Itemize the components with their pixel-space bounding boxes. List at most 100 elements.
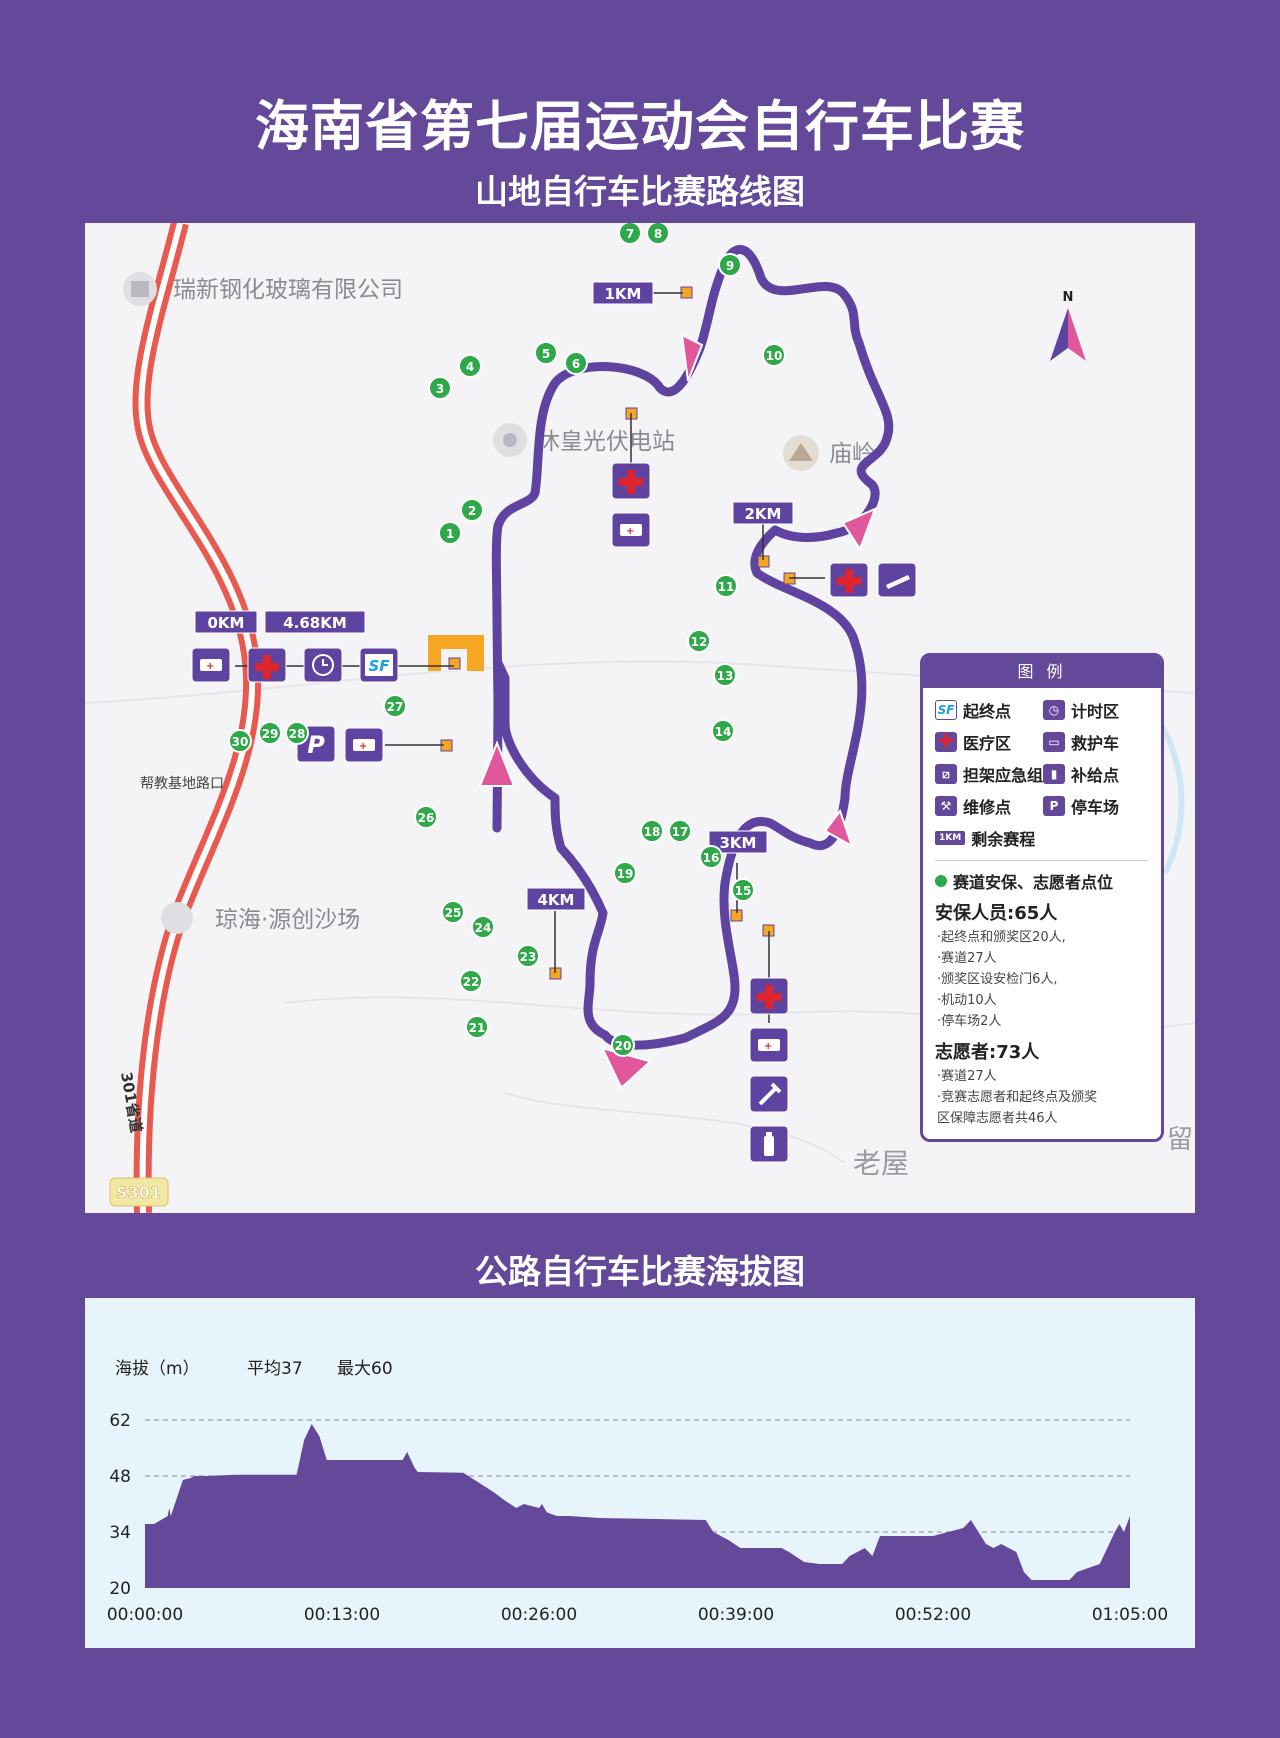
svg-text:28: 28 bbox=[289, 727, 306, 741]
svg-text:1: 1 bbox=[446, 527, 454, 541]
volunteer-point: 9 bbox=[718, 253, 742, 277]
volunteer-point: 12 bbox=[687, 629, 711, 653]
road-badge-bg bbox=[109, 1177, 169, 1207]
svg-text:+: + bbox=[206, 661, 214, 672]
main-title: 海南省第七届运动会自行车比赛 bbox=[255, 95, 1025, 158]
highway-301 bbox=[132, 223, 262, 1213]
timer-icon bbox=[303, 647, 343, 683]
legend-item-repair: ⚒维修点 bbox=[935, 794, 1043, 818]
water-bottle-icon bbox=[749, 1125, 789, 1163]
svg-text:30: 30 bbox=[232, 735, 249, 749]
water-bottle-icon: ▮ bbox=[1043, 764, 1066, 784]
x-tick-label: 00:00:00 bbox=[107, 1605, 183, 1625]
volunteer-point: 21 bbox=[465, 1015, 489, 1039]
temple-marker bbox=[783, 435, 819, 471]
svg-text:14: 14 bbox=[715, 725, 732, 739]
first-aid-icon bbox=[247, 647, 287, 683]
svg-text:+: + bbox=[359, 741, 367, 752]
security-title: 安保人员:65人 bbox=[935, 903, 1058, 924]
repair-icon bbox=[749, 1075, 789, 1113]
direction-arrow bbox=[680, 333, 704, 382]
x-tick-label: 00:26:00 bbox=[501, 1605, 577, 1625]
svg-text:10: 10 bbox=[766, 349, 783, 363]
svg-text:16: 16 bbox=[703, 851, 720, 865]
svg-text:4: 4 bbox=[466, 360, 474, 374]
svg-text:7: 7 bbox=[626, 227, 634, 241]
svg-text:+: + bbox=[626, 526, 634, 537]
svg-text:17: 17 bbox=[672, 825, 689, 839]
svg-text:19: 19 bbox=[617, 867, 634, 881]
svg-text:4KM: 4KM bbox=[538, 891, 575, 909]
volunteer-point: 1 bbox=[438, 521, 462, 545]
y-tick-label: 34 bbox=[109, 1523, 131, 1543]
km-icon: 1KM bbox=[935, 831, 966, 845]
route-marker bbox=[448, 657, 461, 670]
svg-text:20: 20 bbox=[615, 1039, 632, 1053]
volunteer-point: 6 bbox=[564, 351, 588, 375]
timer-icon: ◷ bbox=[1043, 700, 1066, 720]
svg-text:4.68KM: 4.68KM bbox=[283, 614, 347, 632]
svg-text:5: 5 bbox=[542, 347, 550, 361]
svg-text:26: 26 bbox=[418, 811, 435, 825]
svg-text:3KM: 3KM bbox=[720, 834, 757, 852]
legend-volunteer-point: 赛道安保、志愿者点位 bbox=[923, 861, 1161, 893]
svg-text:0KM: 0KM bbox=[208, 614, 245, 632]
route-map: 301省道 S301 瑞新钢化玻璃有限公司 沐皇光伏电站 庙岭 琼海·源创沙场 … bbox=[85, 223, 1195, 1213]
village-label: 老屋 bbox=[853, 1147, 909, 1180]
km-label-0: 0KM bbox=[194, 610, 258, 634]
svg-text:6: 6 bbox=[572, 357, 580, 371]
svg-text:N: N bbox=[1063, 290, 1074, 305]
first-aid-icon bbox=[749, 977, 789, 1015]
volunteer-point: 3 bbox=[428, 376, 452, 400]
volunteer-point: 18 bbox=[640, 819, 664, 843]
first-aid-icon bbox=[611, 462, 651, 500]
max-label: 最大60 bbox=[337, 1359, 393, 1379]
x-tick-label: 00:52:00 bbox=[895, 1605, 971, 1625]
y-tick-label: 20 bbox=[109, 1579, 131, 1599]
repair-icon: ⚒ bbox=[935, 796, 957, 816]
y-tick-label: 62 bbox=[109, 1411, 131, 1431]
security-detail: ·赛道27人 bbox=[937, 951, 997, 966]
volunteer-point: 26 bbox=[414, 805, 438, 829]
svg-text:+: + bbox=[764, 1041, 772, 1052]
km-label-468: 4.68KM bbox=[264, 610, 366, 634]
first-aid-icon: ✚ bbox=[935, 732, 957, 752]
volunteer-point: 25 bbox=[441, 900, 465, 924]
security-detail: ·机动10人 bbox=[937, 993, 997, 1008]
svg-text:23: 23 bbox=[520, 950, 537, 964]
first-aid-icon bbox=[829, 562, 869, 598]
volunteer-point: 8 bbox=[646, 223, 670, 245]
svg-text:P: P bbox=[307, 731, 325, 759]
svg-text:SF: SF bbox=[368, 657, 390, 675]
sandfield-marker bbox=[161, 902, 193, 934]
volunteer-point: 23 bbox=[516, 944, 540, 968]
volunteer-point: 28 bbox=[285, 721, 309, 745]
map-subtitle: 山地自行车比赛路线图 bbox=[475, 172, 805, 211]
security-detail: ·起终点和颁奖区20人, bbox=[937, 930, 1066, 945]
volunteer-point: 5 bbox=[534, 341, 558, 365]
svg-text:2: 2 bbox=[468, 504, 476, 518]
volunteer-point: 27 bbox=[383, 694, 407, 718]
direction-arrow bbox=[841, 507, 877, 552]
stretcher-icon bbox=[877, 562, 917, 598]
elevation-title: 公路自行车比赛海拔图 bbox=[475, 1252, 805, 1291]
legend-divider bbox=[935, 860, 1149, 861]
ambulance-icon: + bbox=[344, 727, 384, 763]
volunteer-point: 29 bbox=[258, 721, 282, 745]
volunteer-detail: ·竞赛志愿者和起终点及颁奖 bbox=[937, 1090, 1098, 1105]
race-route bbox=[491, 245, 894, 1050]
station-label: 沐皇光伏电站 bbox=[537, 429, 675, 455]
volunteer-point: 17 bbox=[668, 819, 692, 843]
y-tick-label: 48 bbox=[109, 1467, 131, 1487]
volunteer-point: 15 bbox=[731, 878, 755, 902]
security-detail: ·停车场2人 bbox=[937, 1014, 1002, 1029]
volunteer-point: 14 bbox=[711, 719, 735, 743]
svg-text:29: 29 bbox=[262, 727, 279, 741]
volunteer-detail: 区保障志愿者共46人 bbox=[937, 1111, 1058, 1126]
ambulance-icon: + bbox=[611, 512, 651, 548]
